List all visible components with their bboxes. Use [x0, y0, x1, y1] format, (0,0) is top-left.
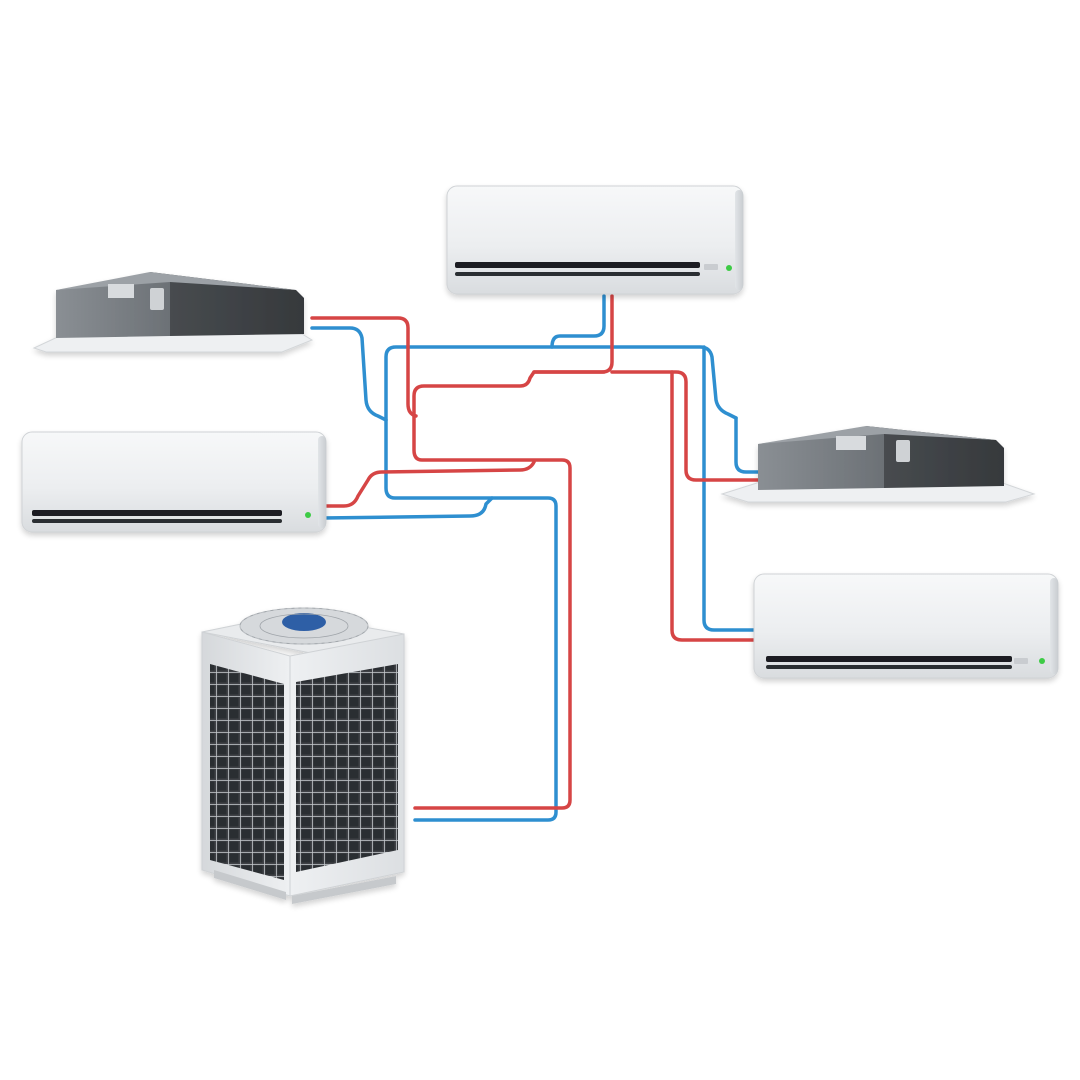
wall-unit-left: [21, 431, 327, 533]
air-vent: [455, 262, 700, 268]
hot-pipe-left-cassette: [310, 316, 418, 418]
cold-pipe-top-wall: [550, 294, 738, 420]
wall-unit-top: [446, 185, 744, 295]
air-vent: [766, 656, 1012, 662]
cold-pipe-left-wall: [320, 345, 554, 520]
fan-guard-icon: [239, 607, 369, 645]
hot-pipe-to-outdoor: [412, 370, 606, 810]
hot-pipe-right-wall: [670, 370, 758, 642]
hot-pipe-top-wall: [532, 294, 762, 482]
ceiling-cassette-left: [32, 272, 314, 353]
cold-pipe-to-outdoor: [413, 496, 558, 822]
cold-pipe-right-wall: [702, 345, 758, 632]
cold-pipe-left-cassette: [310, 326, 388, 422]
cold-pipes: [310, 294, 762, 822]
hot-pipe-left-wall: [320, 460, 536, 508]
ceiling-cassette-right: [720, 426, 1036, 503]
front-grille: [296, 664, 398, 872]
air-vent: [32, 510, 282, 516]
outdoor-unit: [201, 607, 405, 904]
cold-pipe-right-cassette: [734, 416, 762, 474]
status-led-icon: [1039, 658, 1045, 664]
side-grille: [210, 664, 284, 880]
status-led-icon: [305, 512, 311, 518]
status-led-icon: [726, 265, 732, 271]
hot-pipes: [310, 294, 762, 810]
wall-unit-right: [753, 573, 1059, 679]
refrigerant-pipes: [310, 294, 762, 822]
